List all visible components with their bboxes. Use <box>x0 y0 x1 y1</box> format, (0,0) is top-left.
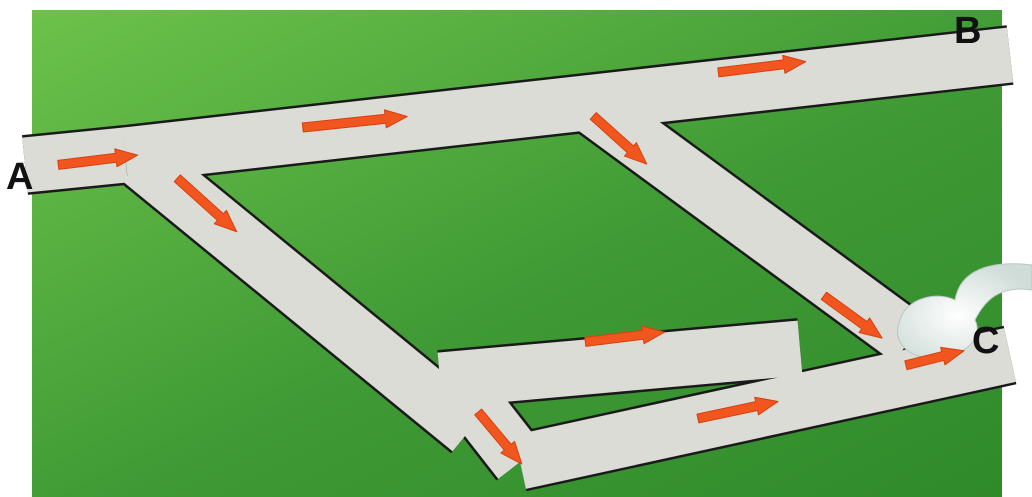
arrow-right-icon <box>584 325 666 347</box>
arrow-right-icon <box>301 109 408 133</box>
arrow-right-icon <box>820 291 883 339</box>
arrow-right-icon <box>589 112 648 165</box>
arrow-right-icon <box>717 54 807 78</box>
arrow-right-icon <box>57 148 139 170</box>
arrow-right-icon <box>904 346 965 371</box>
node-label-c: C <box>972 320 1000 362</box>
arrow-right-icon <box>173 174 238 233</box>
arrow-right-icon <box>696 396 779 424</box>
node-label-a: A <box>6 156 34 198</box>
arrows-layer <box>57 54 965 465</box>
node-label-b: B <box>954 10 982 52</box>
arrow-right-icon <box>474 408 523 465</box>
